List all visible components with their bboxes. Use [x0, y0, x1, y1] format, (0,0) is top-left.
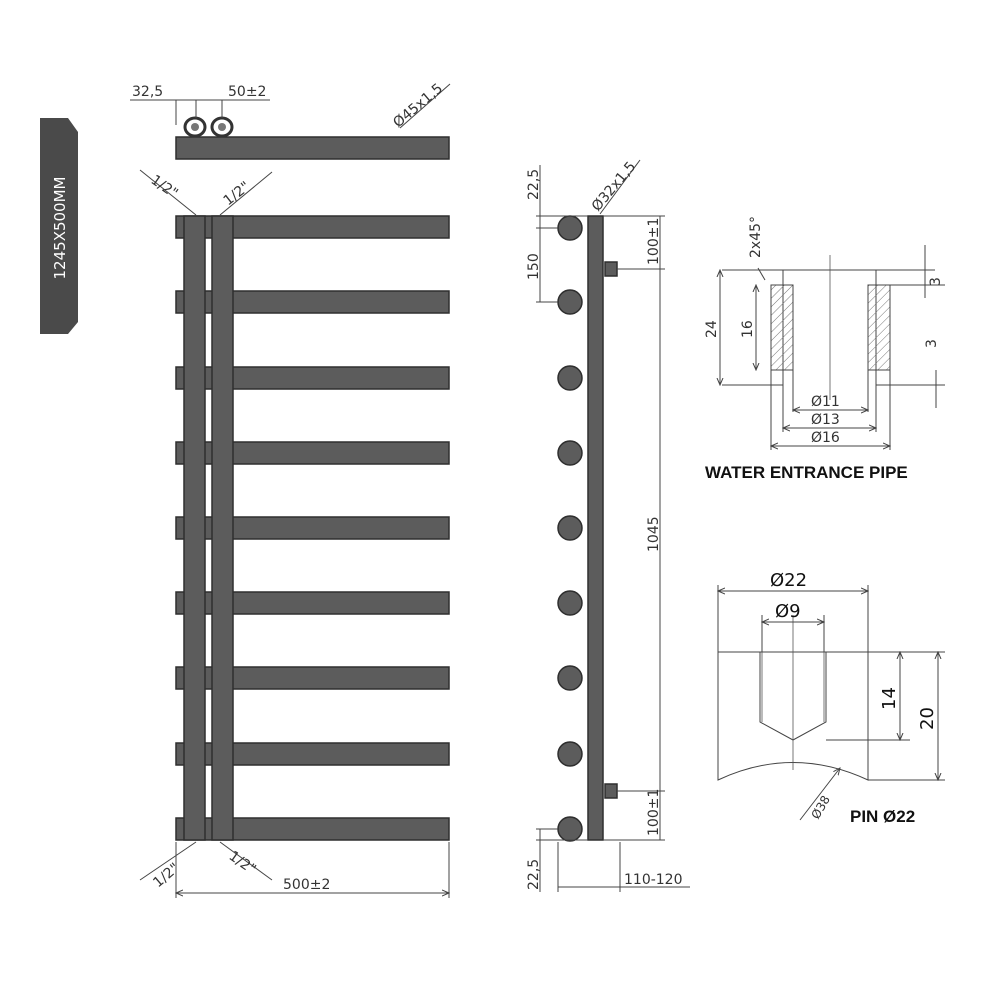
pipe-hatch-right: [867, 284, 891, 371]
water-pipe-caption: WATER ENTRANCE PIPE: [705, 463, 908, 482]
valve-left: [183, 116, 207, 138]
side-bar-end-8: [557, 741, 583, 767]
thread-bottom-left: 1/2": [150, 860, 182, 891]
dim-width: 500±2: [283, 877, 330, 893]
dim-top-tube: Ø45x1,5: [390, 81, 446, 131]
side-bar-end-6: [557, 590, 583, 616]
thread-top-right: 1/2": [221, 179, 254, 209]
dim-top-offset: 32,5: [132, 84, 163, 100]
pipe-hatch-left: [770, 284, 794, 371]
dim-pipe-inner: 16: [740, 320, 756, 338]
water-entrance-pipe: 2x45° 24 16 3 3 Ø11 Ø13 Ø16 WATER ENTRAN…: [704, 216, 945, 482]
size-badge-text: 1245X500MM: [51, 177, 69, 280]
front-view: 32,5 50±2 Ø45x1,5 1/2" 1/2" 1/2" 1/2": [130, 81, 451, 898]
valve-right: [210, 116, 234, 138]
front-bar-8: [175, 742, 450, 766]
pin-detail: Ø22 Ø9 14 20 Ø38 PIN Ø22: [718, 570, 945, 826]
front-collector-left: [183, 215, 206, 841]
top-plan-tube: [175, 136, 450, 160]
dim-side-top-gap: 22,5: [526, 169, 542, 200]
dim-side-step: 3: [924, 339, 940, 348]
side-bar-end-9: [557, 816, 583, 842]
pin-caption: PIN Ø22: [850, 807, 915, 826]
thread-top-left: 1/2": [148, 172, 181, 202]
front-collector-right: [211, 215, 234, 841]
front-bar-1: [175, 215, 450, 239]
dim-bottom-bracket: 100±1: [646, 789, 662, 836]
side-bar-end-3: [557, 365, 583, 391]
dim-pin-height: 20: [917, 707, 938, 730]
dim-top-bracket: 100±1: [646, 218, 662, 265]
dim-bar-spacing: 150: [526, 253, 542, 280]
side-bar-end-1: [557, 215, 583, 241]
dim-side-tube: Ø32x1,5: [589, 159, 639, 215]
side-bar-end-7: [557, 665, 583, 691]
dim-top-spacing: 50±2: [228, 84, 266, 100]
front-bar-5: [175, 516, 450, 540]
front-bar-3: [175, 366, 450, 390]
dim-d16: Ø16: [811, 430, 840, 446]
size-badge: 1245X500MM: [40, 118, 78, 334]
dim-top-step: 3: [928, 277, 944, 286]
dim-pin-outer: Ø22: [770, 570, 807, 591]
front-bars: [175, 215, 450, 841]
front-bar-4: [175, 441, 450, 465]
front-bar-6: [175, 591, 450, 615]
front-bar-2: [175, 290, 450, 314]
dim-d13: Ø13: [811, 412, 840, 428]
dim-pin-depth: 14: [879, 687, 900, 710]
side-collector: [587, 215, 604, 841]
side-bar-ends: [557, 215, 583, 842]
dim-pin-hole: Ø9: [775, 601, 801, 622]
side-bracket-bottom: [604, 783, 618, 799]
dim-pin-radius: Ø38: [808, 793, 832, 821]
side-bar-end-5: [557, 515, 583, 541]
front-bar-7: [175, 666, 450, 690]
dim-height: 1045: [646, 516, 662, 552]
side-view: 22,5 150 Ø32x1,5 100±1 1045 100±1 22,5 1…: [526, 159, 690, 892]
dim-pipe-height: 24: [704, 320, 720, 338]
dim-chamfer: 2x45°: [748, 216, 764, 258]
side-bracket-top: [604, 261, 618, 277]
side-bar-end-2: [557, 289, 583, 315]
dim-side-bottom-gap: 22,5: [526, 859, 542, 890]
side-bar-end-4: [557, 440, 583, 466]
front-bar-9: [175, 817, 450, 841]
dim-d11: Ø11: [811, 394, 840, 410]
dim-depth: 110-120: [624, 872, 683, 888]
thread-bottom-right: 1/2": [226, 848, 259, 878]
